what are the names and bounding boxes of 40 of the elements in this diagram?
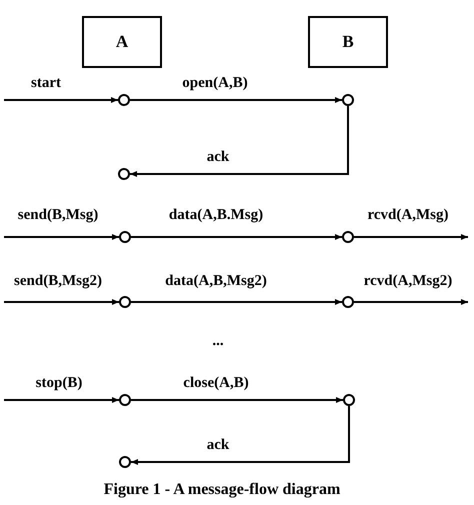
ellipsis-note: ... <box>212 332 224 350</box>
port-circle <box>119 296 131 308</box>
figure-caption: Figure 1 - A message-flow diagram <box>104 481 340 499</box>
edge-label: rcvd(A,Msg) <box>368 206 448 224</box>
message-arrow <box>4 397 119 403</box>
edge-label: send(B,Msg2) <box>14 272 102 290</box>
edge-label: data(A,B.Msg) <box>168 206 264 224</box>
message-arrow <box>354 234 468 240</box>
edge-label: stop(B) <box>36 374 82 392</box>
port-circle <box>118 168 130 180</box>
message-arrow <box>131 406 350 465</box>
edge-label: close(A,B) <box>183 374 249 392</box>
message-arrow <box>130 97 342 103</box>
message-arrow <box>354 299 468 305</box>
message-arrow <box>4 234 119 240</box>
port-circle <box>342 296 354 308</box>
port-circle <box>118 94 130 106</box>
edge-label: open(A,B) <box>182 74 248 92</box>
port-circle <box>342 94 354 106</box>
edge-label: ack <box>206 436 230 454</box>
participant-name: B <box>342 32 354 52</box>
edge-label: rcvd(A,Msg2) <box>364 272 452 290</box>
message-arrow <box>131 299 342 305</box>
edge-label: data(A,B,Msg2) <box>165 272 267 290</box>
message-arrow <box>131 234 342 240</box>
edge-label: send(B,Msg) <box>18 206 98 224</box>
message-arrow <box>130 106 349 177</box>
message-arrow <box>4 299 119 305</box>
port-circle <box>119 394 131 406</box>
port-circle <box>119 231 131 243</box>
message-arrow <box>131 397 343 403</box>
edge-label: ack <box>206 148 230 166</box>
participant-box <box>82 16 162 68</box>
message-arrow <box>4 97 118 103</box>
port-circle <box>119 456 131 468</box>
participant-name: A <box>116 32 128 52</box>
edge-label: start <box>31 74 61 92</box>
participant-box <box>308 16 388 68</box>
port-circle <box>343 394 355 406</box>
port-circle <box>342 231 354 243</box>
